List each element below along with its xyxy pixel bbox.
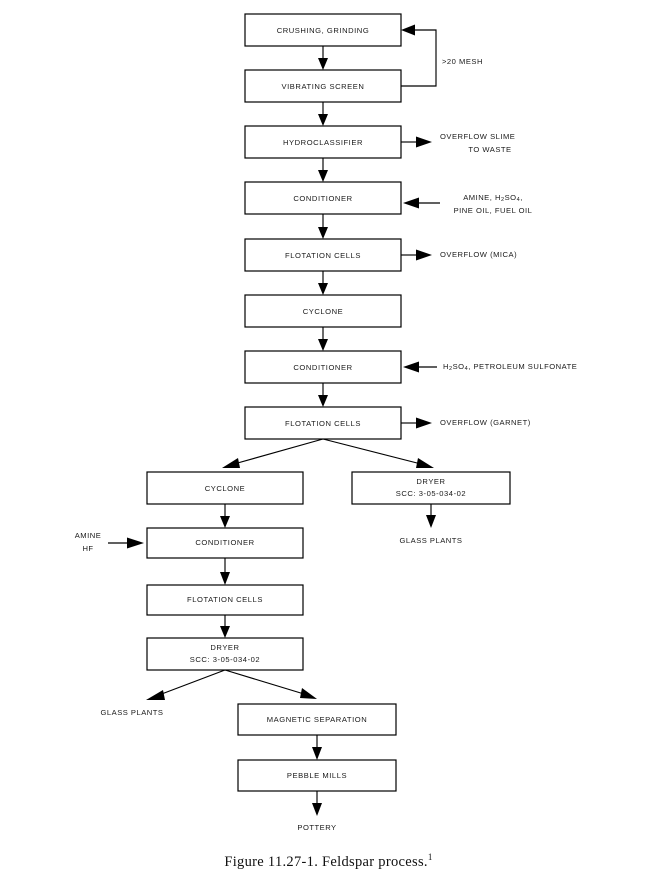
node-crushing-grinding-label: CRUSHING, GRINDING bbox=[277, 26, 370, 35]
connector-split-flotation2-left bbox=[222, 438, 324, 468]
label-reagents-1-line1: AMINE, H2SO4, bbox=[463, 193, 523, 203]
node-flotation-cells-2[interactable]: FLOTATION CELLS bbox=[244, 406, 402, 440]
node-pebble-mills-label: PEBBLE MILLS bbox=[287, 771, 347, 780]
label-reagents-2: H2SO4, PETROLEUM SULFONATE bbox=[443, 362, 577, 372]
connector-conditioner2-to-flotation2 bbox=[318, 383, 328, 407]
label-overflow-slime-line2: TO WASTE bbox=[468, 145, 511, 154]
node-crushing-grinding[interactable]: CRUSHING, GRINDING bbox=[244, 13, 402, 47]
connector-cyclone2-to-conditioner3 bbox=[220, 504, 230, 528]
connector-overflow-slime bbox=[401, 136, 432, 148]
label-overflow-garnet: OVERFLOW (GARNET) bbox=[440, 418, 531, 427]
node-cyclone-1-label: CYCLONE bbox=[303, 307, 344, 316]
node-dryer-right[interactable]: DRYER SCC: 3-05-034-02 bbox=[351, 471, 511, 505]
connector-conditioner3-to-flotation3 bbox=[220, 558, 230, 585]
node-flotation-cells-3-label: FLOTATION CELLS bbox=[187, 595, 263, 604]
node-cyclone-2[interactable]: CYCLONE bbox=[146, 471, 304, 505]
node-dryer-right-label: DRYER bbox=[416, 477, 445, 486]
figure-caption-text: Figure 11.27-1. Feldspar process. bbox=[224, 853, 428, 870]
node-vibrating-screen-label: VIBRATING SCREEN bbox=[282, 82, 365, 91]
connector-reagents-1 bbox=[403, 197, 440, 209]
node-cyclone-1[interactable]: CYCLONE bbox=[244, 294, 402, 328]
connector-flotation3-to-dryer-left bbox=[220, 615, 230, 638]
node-flotation-cells-3[interactable]: FLOTATION CELLS bbox=[146, 584, 304, 616]
label-reagents-1-line2: PINE OIL, FUEL OIL bbox=[454, 206, 533, 215]
label-glass-plants-left: GLASS PLANTS bbox=[101, 708, 164, 717]
node-dryer-left-label: DRYER bbox=[210, 643, 239, 652]
connector-crushing-to-screen bbox=[318, 46, 328, 70]
connector-dryer-left-to-glass-plants bbox=[146, 669, 226, 700]
node-dryer-left-scc: SCC: 3-05-034-02 bbox=[190, 655, 260, 664]
node-dryer-left[interactable]: DRYER SCC: 3-05-034-02 bbox=[146, 637, 304, 671]
figure-caption: Figure 11.27-1. Feldspar process.1 bbox=[0, 852, 657, 871]
label-mesh-recycle: >20 MESH bbox=[442, 57, 483, 66]
label-amine-line2: HF bbox=[82, 544, 93, 553]
connector-overflow-mica bbox=[401, 249, 432, 261]
connector-dryer-right-to-glass-plants bbox=[426, 504, 436, 528]
node-flotation-cells-1[interactable]: FLOTATION CELLS bbox=[244, 238, 402, 272]
node-conditioner-1[interactable]: CONDITIONER bbox=[244, 181, 402, 215]
node-magnetic-separation-label: MAGNETIC SEPARATION bbox=[267, 715, 367, 724]
figure-caption-footnote: 1 bbox=[427, 852, 433, 862]
node-cyclone-2-label: CYCLONE bbox=[205, 484, 246, 493]
node-hydroclassifier-label: HYDROCLASSIFIER bbox=[283, 138, 363, 147]
node-conditioner-3[interactable]: CONDITIONER bbox=[146, 527, 304, 559]
node-flotation-cells-2-label: FLOTATION CELLS bbox=[285, 419, 361, 428]
connector-amine-hf bbox=[108, 537, 144, 549]
connector-hydroclassifier-to-conditioner1 bbox=[318, 158, 328, 182]
connector-screen-to-hydroclassifier bbox=[318, 102, 328, 126]
node-dryer-right-scc: SCC: 3-05-034-02 bbox=[396, 489, 466, 498]
connector-dryer-left-to-magnetic bbox=[224, 669, 317, 699]
node-magnetic-separation[interactable]: MAGNETIC SEPARATION bbox=[237, 703, 397, 736]
label-overflow-slime-line1: OVERFLOW SLIME bbox=[440, 132, 515, 141]
connector-cyclone1-to-conditioner2 bbox=[318, 327, 328, 351]
connector-overflow-garnet bbox=[401, 417, 432, 429]
node-flotation-cells-1-label: FLOTATION CELLS bbox=[285, 251, 361, 260]
node-conditioner-1-label: CONDITIONER bbox=[293, 194, 352, 203]
node-conditioner-3-label: CONDITIONER bbox=[195, 538, 254, 547]
connector-flotation1-to-cyclone1 bbox=[318, 271, 328, 295]
node-vibrating-screen[interactable]: VIBRATING SCREEN bbox=[244, 69, 402, 103]
connector-conditioner1-to-flotation1 bbox=[318, 214, 328, 239]
node-conditioner-2[interactable]: CONDITIONER bbox=[244, 350, 402, 384]
label-overflow-mica: OVERFLOW (MICA) bbox=[440, 250, 517, 259]
label-amine-line1: AMINE bbox=[75, 531, 102, 540]
node-hydroclassifier[interactable]: HYDROCLASSIFIER bbox=[244, 125, 402, 159]
connector-pebble-mills-to-pottery bbox=[312, 791, 322, 816]
label-glass-plants-right: GLASS PLANTS bbox=[400, 536, 463, 545]
connector-mesh-recycle bbox=[401, 24, 437, 87]
connector-split-flotation2-right bbox=[322, 438, 434, 468]
connector-reagents-2 bbox=[403, 361, 437, 373]
node-conditioner-2-label: CONDITIONER bbox=[293, 363, 352, 372]
label-pottery: POTTERY bbox=[297, 823, 336, 832]
connector-magnetic-to-pebble-mills bbox=[312, 735, 322, 760]
node-pebble-mills[interactable]: PEBBLE MILLS bbox=[237, 759, 397, 792]
